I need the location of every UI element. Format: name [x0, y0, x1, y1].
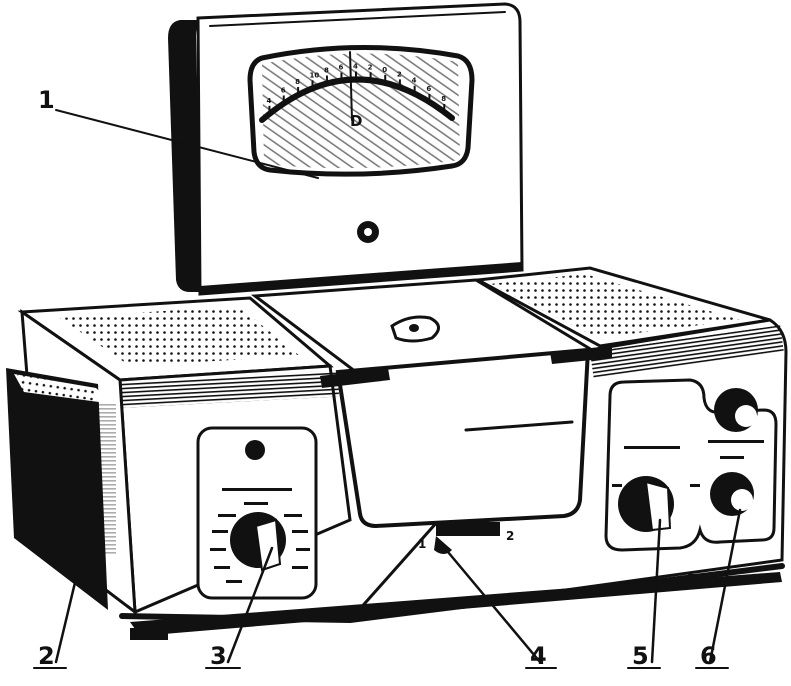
scale-tick-label: 4 — [412, 77, 417, 85]
callout-4: 4 — [530, 642, 547, 670]
switch-position-2: 2 — [506, 529, 514, 543]
scale-tick-label: 8 — [295, 78, 300, 86]
callout-6: 6 — [700, 642, 717, 670]
left-control-panel — [196, 426, 318, 600]
scale-tick-label: 4 — [266, 97, 271, 105]
upper-knob[interactable] — [714, 388, 758, 432]
scale-tick-label: 8 — [324, 67, 329, 75]
scale-tick-label: 2 — [397, 70, 402, 78]
callout-1: 1 — [38, 86, 55, 114]
scale-tick-label: 6 — [338, 64, 343, 72]
scale-tick-label: 4 — [353, 63, 358, 71]
scale-tick-label: 8 — [441, 95, 446, 103]
left-vent-grille — [60, 306, 300, 366]
right-control-panel — [604, 378, 778, 552]
scale-tick-label: 10 — [310, 71, 320, 79]
scale-tick-label: 2 — [368, 63, 373, 71]
lower-knob[interactable] — [710, 472, 754, 516]
right-vent-grille — [490, 274, 740, 338]
side-attachment — [6, 368, 116, 610]
meter-panel: 4 6 8 10 8 6 4 2 0 2 4 6 8 D — [168, 2, 524, 296]
meter-scale: 4 6 8 10 8 6 4 2 0 2 4 6 8 — [266, 63, 446, 114]
meter-dial: 4 6 8 10 8 6 4 2 0 2 4 6 8 D — [247, 44, 475, 177]
callout-labels: 1 2 3 4 5 6 — [33, 86, 729, 670]
scale-tick-label: 6 — [281, 86, 286, 94]
dial-letter: D — [350, 112, 362, 130]
callout-5: 5 — [632, 642, 649, 670]
leader-lines — [54, 109, 742, 664]
switch-position-1: 1 — [418, 537, 426, 551]
meter-needle — [349, 51, 353, 121]
sensitivity-knob[interactable] — [618, 476, 674, 532]
indicator-lamp — [245, 440, 265, 460]
callout-3: 3 — [210, 642, 227, 670]
callout-2: 2 — [38, 642, 55, 670]
front-drawer[interactable] — [335, 347, 591, 529]
slide-switch[interactable]: 1 2 — [418, 522, 514, 554]
range-selector-knob[interactable] — [230, 512, 286, 572]
scale-tick-label: 0 — [382, 66, 387, 74]
scale-tick-label: 6 — [426, 85, 431, 93]
